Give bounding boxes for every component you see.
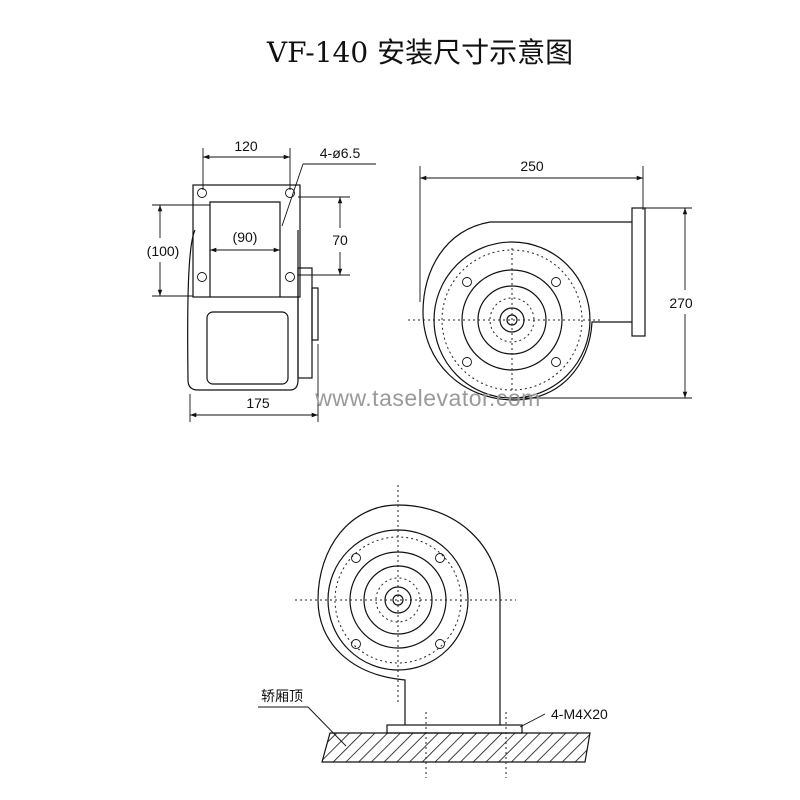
diagram-title: VF-140 安装尺寸示意图 bbox=[266, 36, 573, 69]
mounting-flange bbox=[192, 184, 301, 298]
flange-opening bbox=[209, 201, 281, 297]
motor-face bbox=[363, 565, 433, 635]
bolt-spec-leader bbox=[519, 713, 546, 728]
flange-holes bbox=[197, 188, 295, 282]
flange-hole bbox=[197, 188, 207, 198]
bolt-hole bbox=[435, 553, 445, 563]
hole-spec-leader bbox=[281, 163, 304, 227]
dim-opening-width: (90) bbox=[233, 229, 258, 245]
bolt-hole bbox=[462, 277, 472, 287]
installed-view: 轿厢顶 4-M4X20 bbox=[258, 485, 608, 778]
housing-ring-dotted bbox=[441, 249, 583, 391]
hub-ring-dotted bbox=[375, 577, 421, 623]
base-plate bbox=[386, 724, 523, 734]
dim-flange-height: (100) bbox=[147, 243, 180, 259]
dim-overall-height: 270 bbox=[669, 295, 693, 311]
bolt-hole bbox=[351, 553, 361, 563]
housing-ring-dotted bbox=[334, 536, 462, 664]
housing-ring-outer bbox=[327, 529, 469, 671]
car-top-leader bbox=[307, 706, 347, 747]
flange-hole bbox=[197, 272, 207, 282]
front-bolt-holes bbox=[462, 277, 561, 367]
bolt-hole bbox=[551, 357, 561, 367]
car-top-section bbox=[321, 732, 591, 763]
hub bbox=[384, 586, 412, 614]
side-shaft-end bbox=[311, 287, 319, 341]
side-housing-outline bbox=[187, 229, 299, 391]
hole-spec-label: 4-ø6.5 bbox=[320, 145, 361, 161]
front-view: 250 270 bbox=[408, 158, 693, 401]
shaft bbox=[392, 594, 404, 606]
dim-flange-width: 120 bbox=[234, 138, 258, 154]
outlet-flange bbox=[631, 207, 646, 337]
bolt-hole bbox=[551, 277, 561, 287]
bolt-hole bbox=[351, 639, 361, 649]
bolt-hole bbox=[435, 639, 445, 649]
installed-scroll-housing bbox=[317, 504, 501, 725]
bolt-spec-label: 4-M4X20 bbox=[551, 706, 608, 722]
watermark: www.taselevator.com bbox=[314, 385, 541, 411]
side-view: 120 4-ø6.5 (90) (100) 70 175 bbox=[147, 138, 376, 422]
flange-hole bbox=[285, 272, 295, 282]
scroll-housing bbox=[422, 221, 632, 401]
side-motor-drum bbox=[206, 311, 289, 385]
dim-hole-spacing: 70 bbox=[332, 232, 348, 248]
dim-overall-depth: 175 bbox=[246, 395, 270, 411]
bolt-hole bbox=[462, 357, 472, 367]
dim-overall-width: 250 bbox=[520, 158, 544, 174]
motor-ring bbox=[349, 551, 447, 649]
installed-bolt-holes bbox=[351, 553, 445, 649]
car-top-label: 轿厢顶 bbox=[261, 688, 303, 704]
